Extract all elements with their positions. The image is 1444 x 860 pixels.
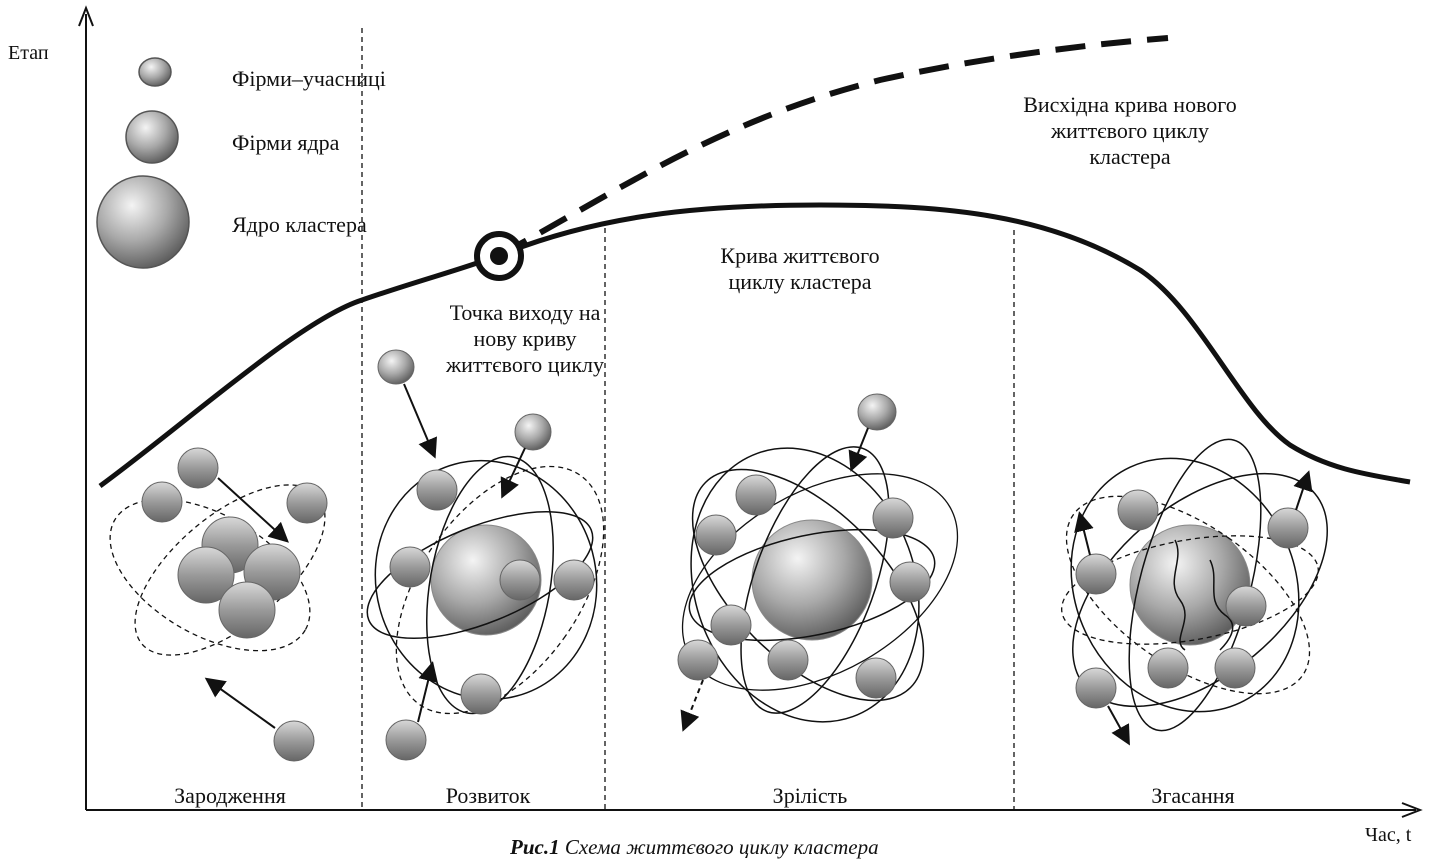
x-axis-label: Час, t <box>1365 824 1412 846</box>
stage-label-growth: Розвиток <box>445 783 531 808</box>
exit-point-label-line-1: Точка виходу на <box>449 300 601 325</box>
new-curve-label: Висхідна крива нового життєвого циклу кл… <box>970 92 1290 170</box>
exit-point-label-line-2: нову криву <box>473 326 577 351</box>
lifecycle-curve <box>98 202 1411 489</box>
core-firm-icon <box>125 110 179 164</box>
stage-label-maturity: Зрілість <box>772 783 848 808</box>
stage-maturity-illustration <box>677 393 959 732</box>
exit-point-marker <box>474 231 524 281</box>
exit-point-label-line-3: життєвого циклу <box>445 352 605 377</box>
stage-birth-illustration <box>109 447 328 762</box>
stage-separators <box>361 28 1015 810</box>
exit-point-label: Точка виходу на нову криву життєвого цик… <box>410 300 640 378</box>
legend-icons <box>96 57 190 269</box>
legend-core-firms-label: Фірми ядра <box>232 130 340 155</box>
legend-cluster-core-label: Ядро кластера <box>232 212 367 237</box>
stage-decline-illustration <box>1061 438 1328 746</box>
new-curve-label-line-3: кластера <box>1089 144 1171 169</box>
legend-participants-label: Фірми–учасниці <box>232 66 386 91</box>
new-curve-label-line-1: Висхідна крива нового <box>1023 92 1237 117</box>
cycle-curve-label: Крива життєвого циклу кластера <box>670 243 930 295</box>
stage-growth-illustration <box>366 349 605 761</box>
x-axis-arrow <box>1401 802 1423 818</box>
participant-firm-icon <box>138 57 172 87</box>
stage-label-decline: Згасання <box>1151 783 1235 808</box>
axes <box>78 5 1423 818</box>
new-lifecycle-curve <box>498 35 1169 258</box>
cycle-curve-label-line-1: Крива життєвого <box>720 243 880 268</box>
figure-caption-text: Схема життєвого циклу кластера <box>564 835 879 859</box>
stage-label-birth: Зародження <box>174 783 286 808</box>
y-axis-label: Етап <box>8 42 49 64</box>
figure-caption-number: Рис.1 <box>510 835 560 859</box>
figure-caption: Рис.1 Схема життєвого циклу кластера <box>510 834 879 860</box>
new-curve-label-line-2: життєвого циклу <box>1050 118 1210 143</box>
cycle-curve-label-line-2: циклу кластера <box>728 269 872 294</box>
y-axis-arrow <box>78 5 94 27</box>
cluster-core-icon <box>96 175 190 269</box>
